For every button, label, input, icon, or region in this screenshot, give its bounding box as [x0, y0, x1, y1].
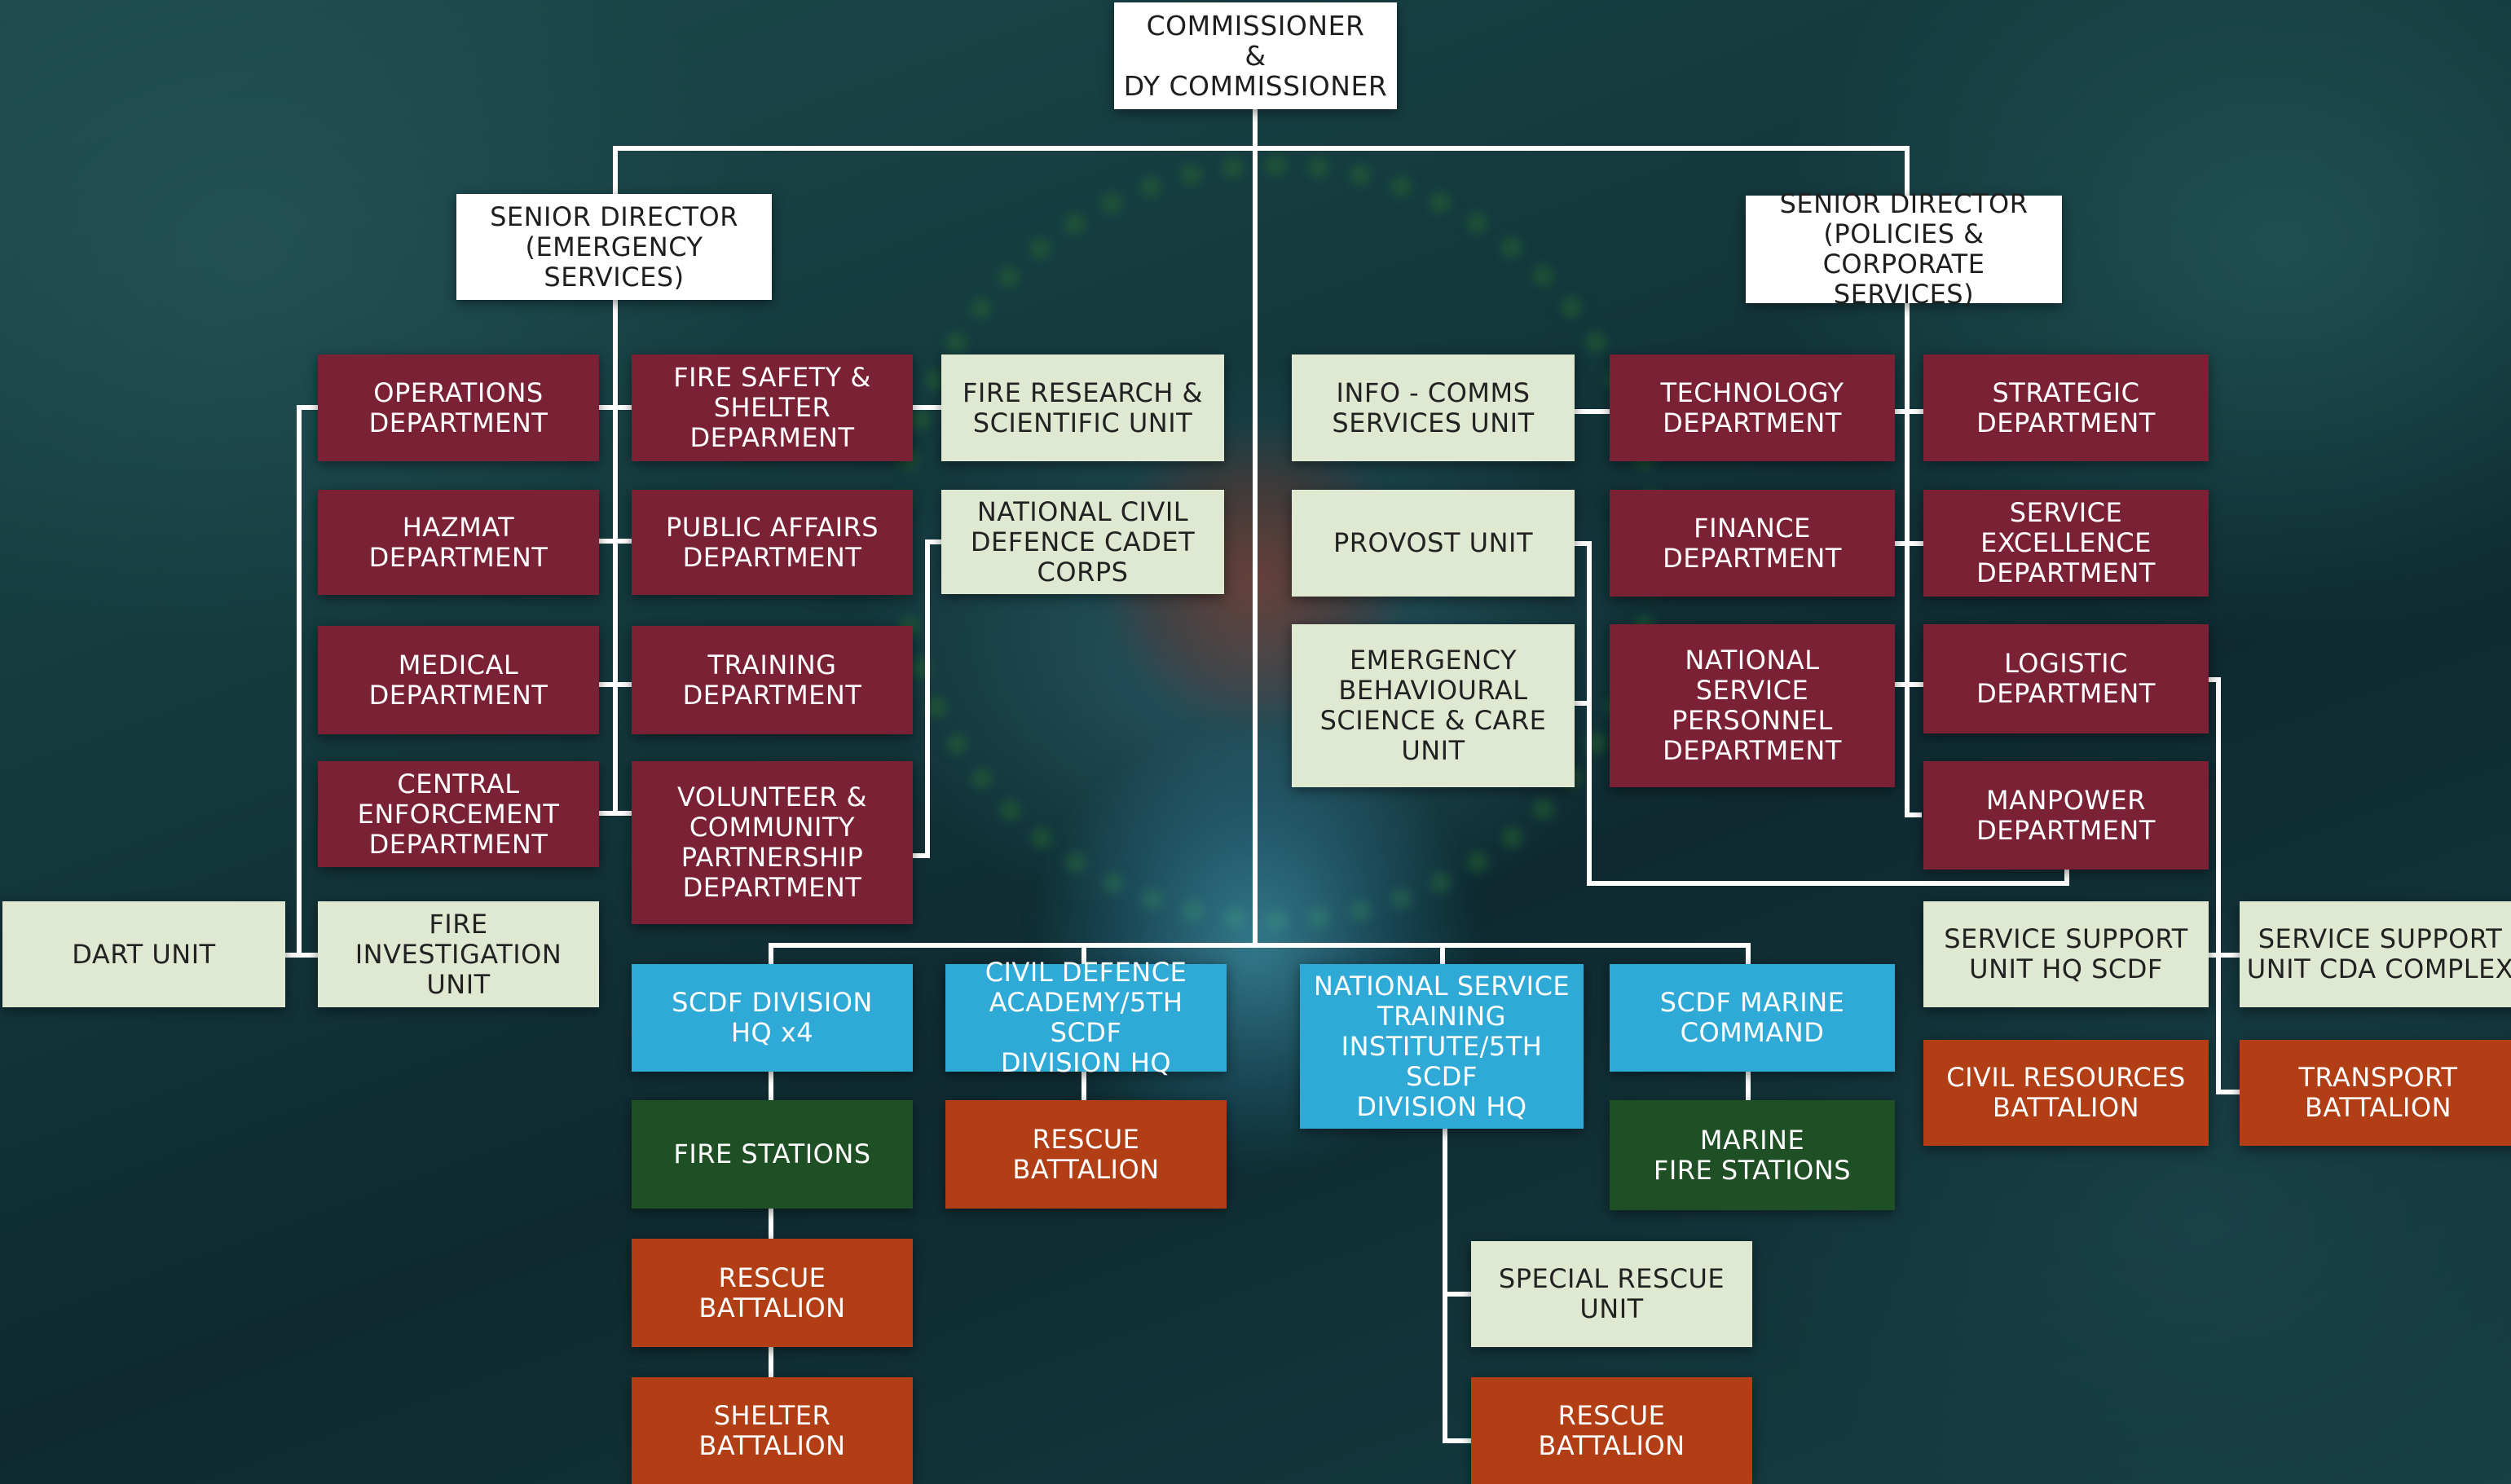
finance-department-box: FINANCE DEPARTMENT	[1610, 490, 1895, 597]
commissioner-box: COMMISSIONER & DY COMMISSIONER	[1114, 2, 1397, 109]
public-affairs-department-box: PUBLIC AFFAIRS DEPARTMENT	[632, 490, 913, 595]
national-service-training-institute-box: NATIONAL SERVICE TRAINING INSTITUTE/5TH …	[1300, 964, 1584, 1129]
rescue-battalion-nsti-box: RESCUE BATTALION	[1471, 1377, 1752, 1484]
service-support-unit-cda-box: SERVICE SUPPORT UNIT CDA COMPLEX	[2240, 901, 2511, 1007]
connector-lower-drops	[769, 943, 1751, 967]
training-department-box: TRAINING DEPARTMENT	[632, 626, 913, 734]
info-comms-services-unit-box: INFO - COMMS SERVICES UNIT	[1292, 354, 1575, 461]
marine-fire-stations-box: MARINE FIRE STATIONS	[1610, 1100, 1895, 1210]
manpower-department-box: MANPOWER DEPARTMENT	[1923, 761, 2209, 870]
logistic-department-box: LOGISTIC DEPARTMENT	[1923, 624, 2209, 733]
connector-nsti-bracket	[1443, 1126, 1474, 1443]
fire-investigation-unit-box: FIRE INVESTIGATION UNIT	[318, 901, 599, 1007]
connector-logistic-bracket	[2206, 677, 2242, 1094]
fire-research-scientific-unit-box: FIRE RESEARCH & SCIENTIFIC UNIT	[941, 354, 1224, 461]
volunteer-community-partnership-department-box: VOLUNTEER & COMMUNITY PARTNERSHIP DEPART…	[632, 761, 913, 924]
national-civil-defence-cadet-corps-box: NATIONAL CIVIL DEFENCE CADET CORPS	[941, 490, 1224, 594]
strategic-department-box: STRATEGIC DEPARTMENT	[1923, 354, 2209, 461]
technology-department-box: TECHNOLOGY DEPARTMENT	[1610, 354, 1895, 461]
shelter-battalion-box: SHELTER BATTALION	[632, 1377, 913, 1484]
provost-unit-box: PROVOST UNIT	[1292, 490, 1575, 597]
special-rescue-unit-box: SPECIAL RESCUE UNIT	[1471, 1241, 1752, 1347]
civil-resources-battalion-box: CIVIL RESOURCES BATTALION	[1923, 1040, 2209, 1146]
fire-safety-shelter-department-box: FIRE SAFETY & SHELTER DEPARMENT	[632, 354, 913, 461]
service-support-unit-hq-box: SERVICE SUPPORT UNIT HQ SCDF	[1923, 901, 2209, 1007]
hazmat-department-box: HAZMAT DEPARTMENT	[318, 490, 599, 595]
operations-department-box: OPERATIONS DEPARTMENT	[318, 354, 599, 461]
senior-director-emergency-box: SENIOR DIRECTOR (EMERGENCY SERVICES)	[456, 194, 772, 300]
rescue-battalion-division-box: RESCUE BATTALION	[632, 1239, 913, 1347]
scdf-division-hq-box: SCDF DIVISION HQ x4	[632, 964, 913, 1072]
national-service-personnel-department-box: NATIONAL SERVICE PERSONNEL DEPARTMENT	[1610, 624, 1895, 787]
connector-emergency-branches	[597, 405, 634, 816]
scdf-marine-command-box: SCDF MARINE COMMAND	[1610, 964, 1895, 1072]
service-excellence-department-box: SERVICE EXCELLENCE DEPARTMENT	[1923, 490, 2209, 597]
medical-department-box: MEDICAL DEPARTMENT	[318, 626, 599, 734]
fire-stations-box: FIRE STATIONS	[632, 1100, 913, 1209]
connector-ncdcc	[910, 539, 944, 858]
connector-policies-spine	[1905, 301, 1922, 817]
senior-director-policies-box: SENIOR DIRECTOR (POLICIES & CORPORATE SE…	[1746, 189, 2062, 310]
connector-policies-branches	[1892, 409, 1926, 687]
emergency-behavioural-science-care-unit-box: EMERGENCY BEHAVIOURAL SCIENCE & CARE UNI…	[1292, 624, 1575, 787]
connector-left-bracket	[283, 405, 320, 958]
central-enforcement-department-box: CENTRAL ENFORCEMENT DEPARTMENT	[318, 761, 599, 867]
transport-battalion-box: TRANSPORT BATTALION	[2240, 1040, 2511, 1146]
rescue-battalion-cda-box: RESCUE BATTALION	[945, 1100, 1227, 1209]
connector-provost-bracket	[1572, 541, 2069, 886]
dart-unit-box: DART UNIT	[2, 901, 285, 1007]
civil-defence-academy-box: CIVIL DEFENCE ACADEMY/5TH SCDF DIVISION …	[945, 958, 1227, 1078]
